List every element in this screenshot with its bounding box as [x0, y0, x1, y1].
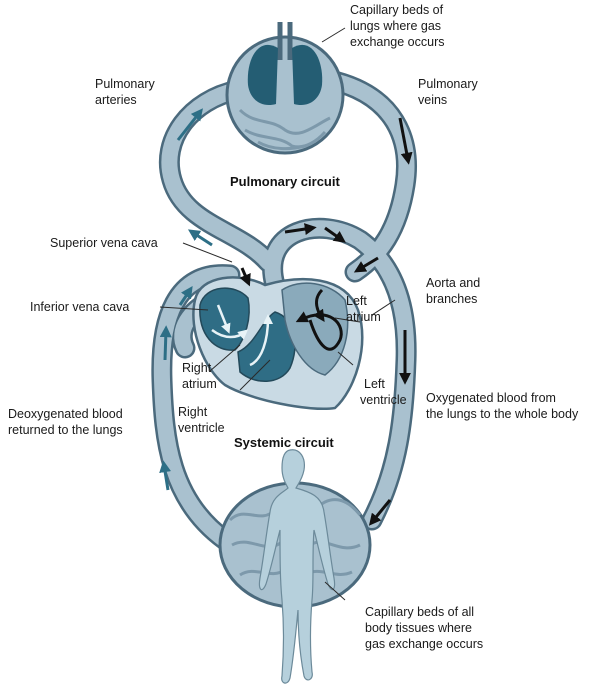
- svg-text:branches: branches: [426, 292, 477, 306]
- svg-text:Deoxygenated blood: Deoxygenated blood: [8, 407, 123, 421]
- svg-text:Capillary beds of: Capillary beds of: [350, 3, 444, 17]
- vessel-network: [151, 69, 417, 551]
- systemic-circuit-title: Systemic circuit: [234, 435, 334, 450]
- svg-text:ventricle: ventricle: [360, 393, 407, 407]
- svg-text:atrium: atrium: [182, 377, 217, 391]
- human-body-icon: [258, 449, 336, 684]
- deoxygenated-label: Deoxygenated blood returned to the lungs: [8, 407, 123, 437]
- oxygenated-label: Oxygenated blood from the lungs to the w…: [426, 391, 579, 421]
- svg-text:atrium: atrium: [346, 310, 381, 324]
- flow-arrows: [159, 108, 413, 526]
- svg-text:gas exchange occurs: gas exchange occurs: [365, 637, 483, 651]
- svg-text:ventricle: ventricle: [178, 421, 225, 435]
- svg-text:the lungs to the whole body: the lungs to the whole body: [426, 407, 579, 421]
- svg-text:Aorta and: Aorta and: [426, 276, 480, 290]
- svg-text:Pulmonary: Pulmonary: [95, 77, 155, 91]
- svg-text:lungs where gas: lungs where gas: [350, 19, 441, 33]
- right-ventricle-label: Right ventricle: [178, 405, 225, 435]
- aorta-label: Aorta and branches: [426, 276, 480, 306]
- svg-text:body tissues where: body tissues where: [365, 621, 472, 635]
- right-atrium-label: Right atrium: [182, 361, 217, 391]
- svg-text:Right: Right: [178, 405, 208, 419]
- svg-text:Right: Right: [182, 361, 212, 375]
- svg-text:returned to the lungs: returned to the lungs: [8, 423, 123, 437]
- lung-capillary-bed: [225, 22, 345, 155]
- capillary-lungs-label: Capillary beds of lungs where gas exchan…: [350, 3, 445, 49]
- left-ventricle-label: Left ventricle: [360, 377, 407, 407]
- leader-lines: [159, 27, 396, 601]
- lungs-icon: [247, 22, 323, 106]
- svg-text:Left: Left: [346, 294, 367, 308]
- svg-text:Pulmonary: Pulmonary: [418, 77, 478, 91]
- capillary-body-label: Capillary beds of all body tissues where…: [365, 605, 483, 651]
- svg-text:exchange occurs: exchange occurs: [350, 35, 445, 49]
- pulmonary-circuit-title: Pulmonary circuit: [230, 174, 340, 189]
- svg-text:Capillary beds of all: Capillary beds of all: [365, 605, 474, 619]
- svg-text:Left: Left: [364, 377, 385, 391]
- svg-text:veins: veins: [418, 93, 447, 107]
- superior-vena-cava-label: Superior vena cava: [50, 236, 158, 250]
- heart-icon: [192, 276, 364, 410]
- pulmonary-arteries-label: Pulmonary arteries: [95, 77, 155, 107]
- inferior-vena-cava-label: Inferior vena cava: [30, 300, 129, 314]
- svg-text:Oxygenated blood from: Oxygenated blood from: [426, 391, 556, 405]
- pulmonary-veins-label: Pulmonary veins: [418, 77, 478, 107]
- svg-text:arteries: arteries: [95, 93, 137, 107]
- left-atrium-label: Left atrium: [346, 294, 381, 324]
